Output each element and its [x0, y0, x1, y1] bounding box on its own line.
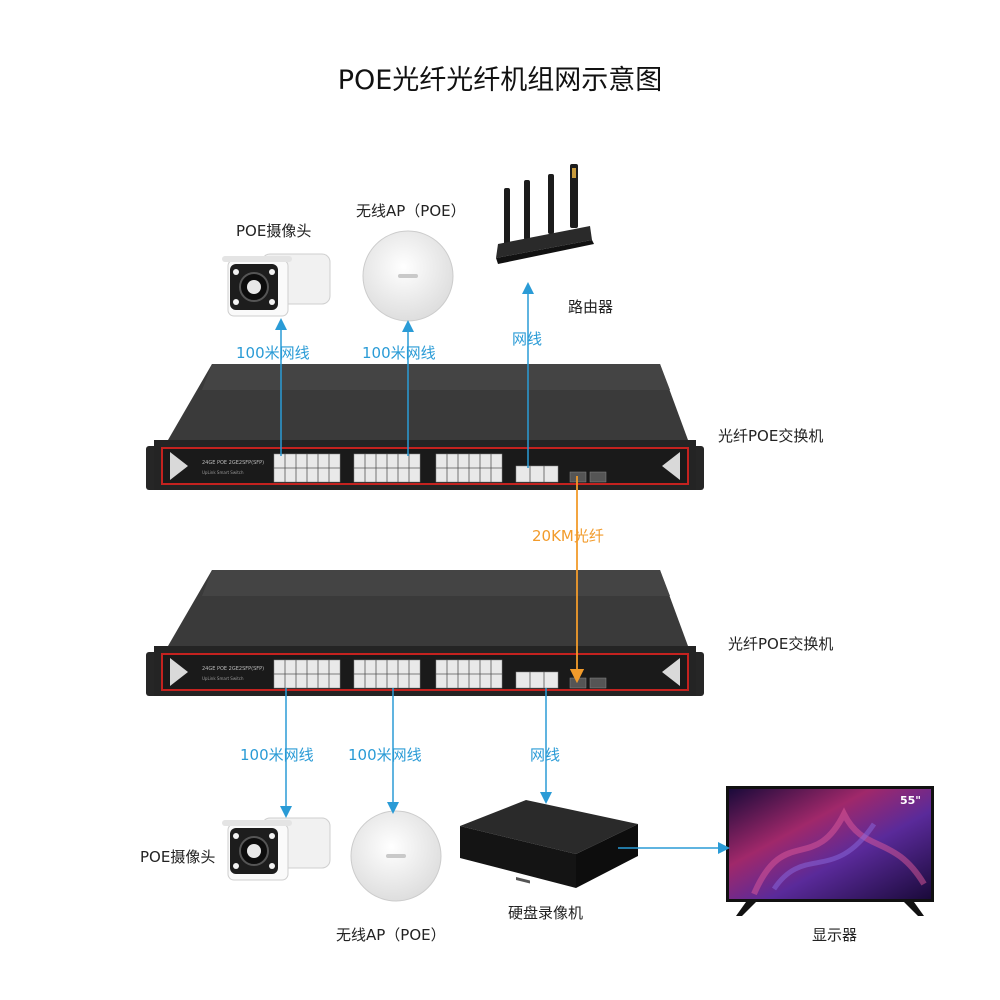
- top-wireless-ap-icon: [362, 230, 454, 322]
- bottom-camera-label: POE摄像头: [140, 848, 216, 866]
- top-switch-sub-text: UpLink Smart Switch: [202, 470, 244, 475]
- bottom-switch-model-text: 24GE POE 2GE2SFP(SFP): [202, 666, 264, 672]
- monitor-icon: 55": [726, 786, 934, 916]
- bottom-switch-label: 光纤POE交换机: [728, 635, 834, 653]
- router-label: 路由器: [568, 298, 614, 316]
- bottom-wireless-ap-icon: [350, 810, 442, 902]
- top-poe-camera-icon: [222, 253, 331, 317]
- router-cable-label: 网线: [512, 330, 543, 348]
- nvr-icon: [460, 800, 638, 888]
- top-fiber-poe-switch: 24GE POE 2GE2SFP(SFP) UpLink Smart Switc…: [146, 364, 704, 490]
- top-switch-label: 光纤POE交换机: [718, 427, 824, 445]
- monitor-label: 显示器: [812, 926, 858, 944]
- top-ap-cable-label: 100米网线: [362, 344, 436, 362]
- top-camera-cable-label: 100米网线: [236, 344, 310, 362]
- bottom-ap-label: 无线AP（POE）: [336, 926, 446, 944]
- bottom-ap-cable-label: 100米网线: [348, 746, 422, 764]
- fiber-cable-label: 20KM光纤: [532, 527, 604, 545]
- nvr-cable-label: 网线: [530, 746, 561, 764]
- bottom-switch-sub-text: UpLink Smart Switch: [202, 676, 244, 681]
- nvr-label: 硬盘录像机: [508, 904, 584, 922]
- top-camera-label: POE摄像头: [236, 222, 312, 240]
- bottom-fiber-poe-switch: 24GE POE 2GE2SFP(SFP) UpLink Smart Switc…: [146, 570, 704, 696]
- bottom-poe-camera-icon: [222, 817, 331, 881]
- bottom-camera-cable-label: 100米网线: [240, 746, 314, 764]
- top-switch-model-text: 24GE POE 2GE2SFP(SFP): [202, 460, 264, 466]
- tv-size-text: 55": [900, 794, 921, 807]
- router-icon: [496, 164, 594, 264]
- top-ap-label: 无线AP（POE）: [356, 202, 466, 220]
- diagram-title: POE光纤光纤机组网示意图: [337, 65, 663, 96]
